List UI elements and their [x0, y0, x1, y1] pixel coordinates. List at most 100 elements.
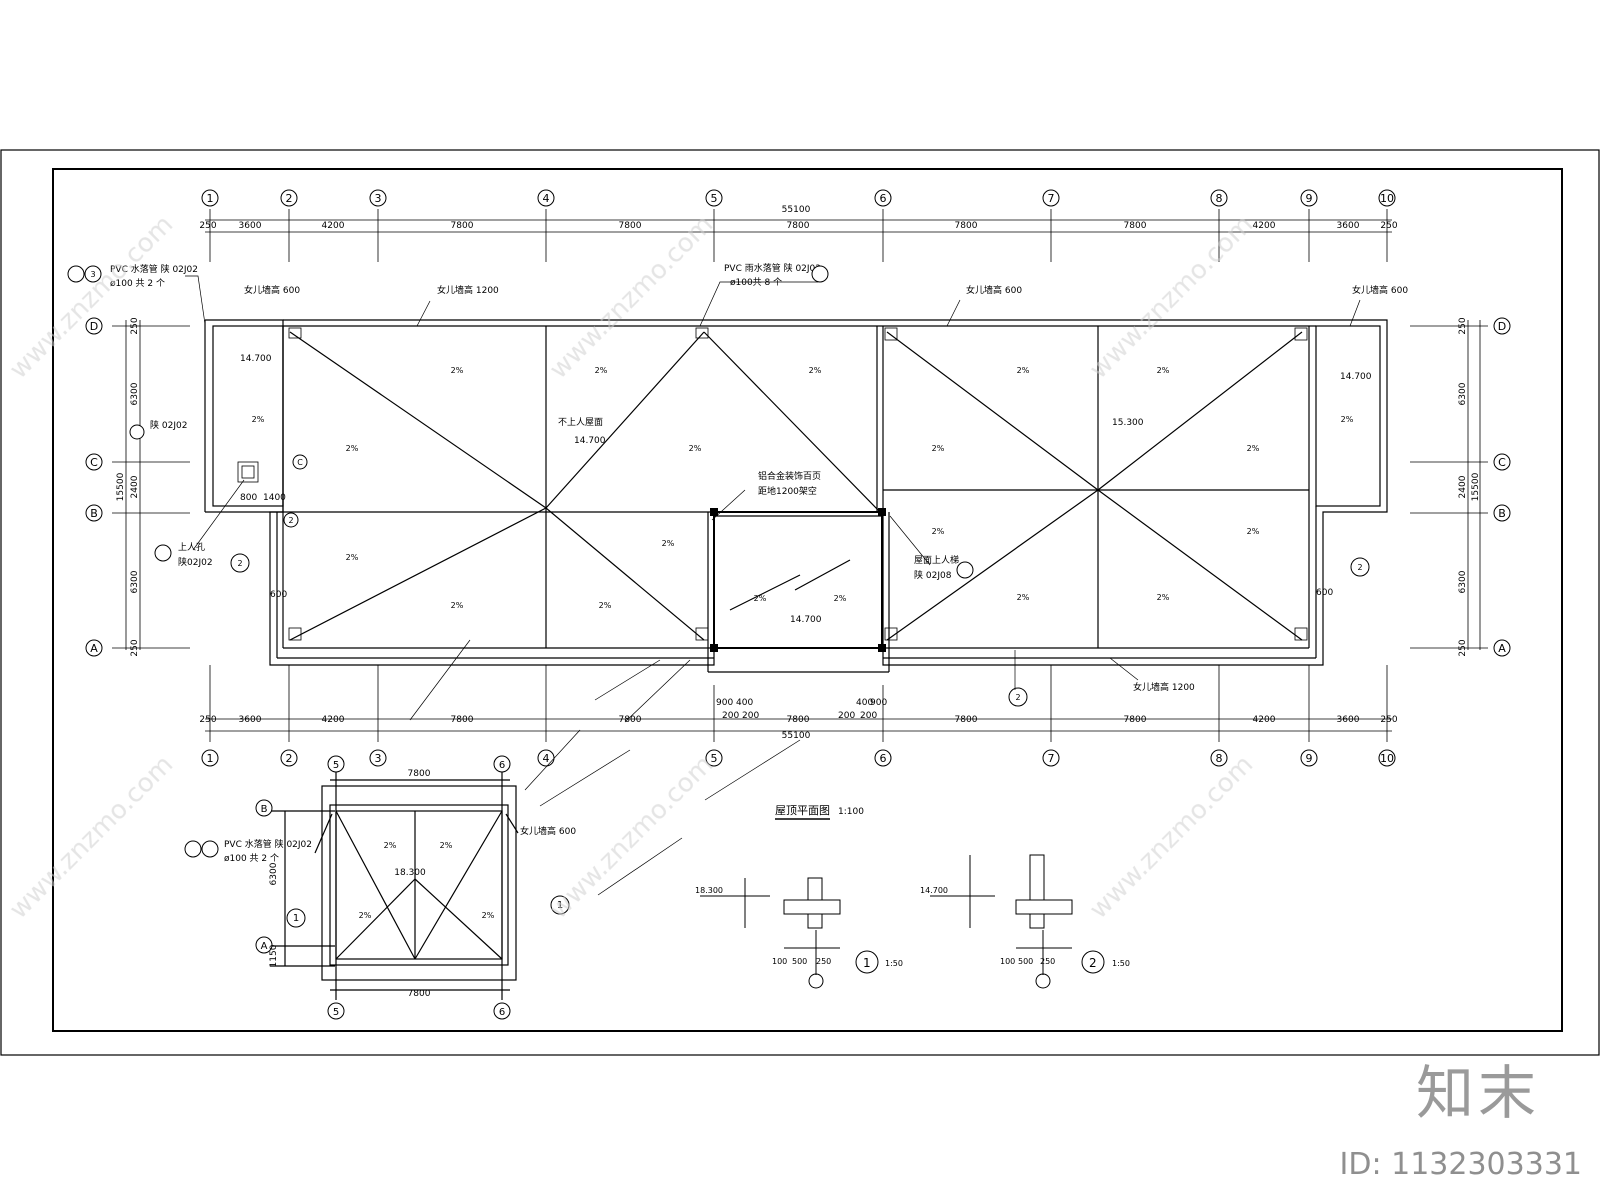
dim: 250 [1380, 715, 1397, 725]
slope-text: 2% [359, 911, 372, 920]
roof-drain-icon [237, 327, 1308, 641]
slope-text: 2% [1247, 444, 1260, 453]
axis-label: A [1498, 642, 1506, 655]
axis-label: 2 [286, 752, 293, 765]
axis-label: 6 [499, 760, 505, 771]
parapet-note: 女儿墙高 600 [520, 825, 576, 837]
elevation-text: 14.700 [920, 886, 948, 895]
pipe-note: PVC 水落管 陕 02J02 [110, 263, 198, 275]
slope-text: 2% [451, 601, 464, 610]
elevation-text: 14.700 [790, 615, 822, 625]
parapet-note: 女儿墙高 600 [244, 284, 300, 296]
stair-plan-labels: 5 6 5 6 B A 1 1 7800 7800 2% 2% 2% 2% 18… [261, 760, 564, 1018]
axis-label: 5 [711, 192, 718, 205]
axis-label: 8 [1216, 192, 1223, 205]
axis-label: D [90, 320, 98, 333]
watermark-text: www.znzmo.com [4, 210, 179, 385]
slope-text: 2% [1157, 593, 1170, 602]
slope-text: 2% [834, 594, 847, 603]
dim-total: 55100 [782, 205, 811, 215]
side-dimension-text: 250 6300 2400 6300 250 15500 250 6300 24… [116, 317, 1481, 656]
axis-label: 6 [880, 192, 887, 205]
dim: 6300 [130, 570, 140, 593]
axis-label: 9 [1306, 752, 1313, 765]
dim: 800 [240, 493, 257, 503]
dim: 7800 [955, 221, 978, 231]
dim: 200 [860, 711, 877, 721]
axis-label: B [90, 507, 98, 520]
row-axis-left [85, 317, 1511, 657]
dim: 600 [270, 590, 287, 600]
watermark-text: www.znzmo.com [544, 210, 719, 385]
axis-label: 6 [880, 752, 887, 765]
stair-plan-axis [184, 755, 570, 1020]
row-axis-labels: D C B A D C B A [90, 320, 1506, 655]
column-axis-top-labels: 1 2 3 4 5 6 7 8 9 10 [207, 192, 1395, 205]
detail-number: 2 [288, 516, 293, 525]
slope-text: 2% [346, 444, 359, 453]
watermark-text: www.znzmo.com [544, 750, 719, 925]
axis-label: A [90, 642, 98, 655]
axis-label: A [261, 941, 268, 952]
dim: 6300 [1458, 382, 1468, 405]
leader-lines [185, 275, 1361, 896]
axis-label: 5 [711, 752, 718, 765]
slope-text: 2% [384, 841, 397, 850]
dim: 250 [1380, 221, 1397, 231]
dim: 600 [1316, 588, 1333, 598]
pipe-note: ø100共 8 个 [730, 277, 782, 288]
dim: 4200 [1253, 221, 1276, 231]
dim: 7800 [451, 715, 474, 725]
slope-text: 2% [1157, 366, 1170, 375]
dim: 4200 [1253, 715, 1276, 725]
spec-note: 陕 02J02 [150, 419, 187, 431]
axis-label: 7 [1048, 192, 1055, 205]
slope-text: 2% [932, 444, 945, 453]
detail-1-labels: 18.300 100 500 250 1 1:50 [695, 886, 903, 970]
axis-label: 2 [286, 192, 293, 205]
axis-label: 6 [499, 1007, 505, 1018]
slope-text: 2% [346, 553, 359, 562]
top-dimension-text: 55100 250 3600 4200 7800 7800 7800 7800 … [199, 205, 1397, 231]
axis-label: C [90, 456, 98, 469]
dim: 100 [1000, 957, 1015, 966]
parapet-note: 女儿墙高 600 [1352, 284, 1408, 296]
dim: 7800 [955, 715, 978, 725]
column-axis-bottom-labels: 1 2 3 4 5 6 7 8 9 10 [207, 752, 1395, 765]
dim: 7800 [787, 221, 810, 231]
louver-note: 铝合金装饰百页 [758, 470, 821, 482]
dim: 7800 [1124, 221, 1147, 231]
slope-text: 2% [1341, 415, 1354, 424]
pipe-note: PVC 水落管 陕 02J02 [224, 838, 312, 850]
dim: 500 [792, 957, 807, 966]
slope-text: 2% [809, 366, 822, 375]
columns [710, 508, 886, 652]
dim: 250 [1458, 639, 1468, 656]
elevation-text: 18.300 [394, 868, 426, 878]
dim: 250 [199, 221, 216, 231]
dim: 900 [870, 698, 887, 708]
dim: 7800 [451, 221, 474, 231]
dim: 200 [742, 711, 759, 721]
elevation-text: 14.700 [240, 354, 272, 364]
dim: 6300 [130, 382, 140, 405]
axis-label: 3 [375, 752, 382, 765]
detail-reference-icon [67, 265, 1370, 707]
dim: 3600 [1337, 715, 1360, 725]
dim: 200 [722, 711, 739, 721]
axis-label: 10 [1380, 192, 1394, 205]
dim: 1400 [263, 493, 286, 503]
axis-label: 8 [1216, 752, 1223, 765]
detail-number: 1 [557, 900, 563, 911]
dim: 7800 [787, 715, 810, 725]
ladder-note: 屋面上人梯 [914, 554, 959, 566]
axis-label: 1 [207, 192, 214, 205]
axis-label: B [261, 804, 268, 815]
axis-label: 4 [543, 192, 550, 205]
parapet-note: 女儿墙高 1200 [437, 284, 499, 296]
axis-label: 10 [1380, 752, 1394, 765]
column-axis-bottom [201, 749, 1396, 767]
column-axis-top [201, 189, 1396, 207]
dim: 3600 [239, 715, 262, 725]
asset-id: ID: 1132303331 [1339, 1147, 1582, 1182]
